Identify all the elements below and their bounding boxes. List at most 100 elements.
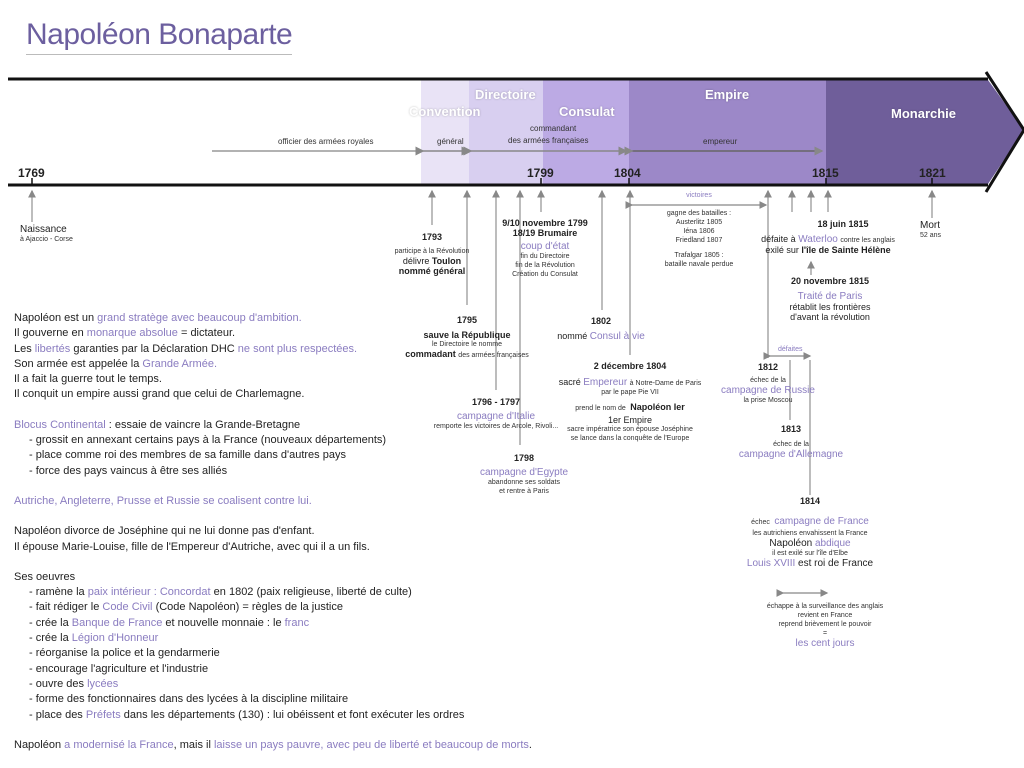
- naissance-sub: à Ajaccio - Corse: [20, 236, 73, 243]
- p4-a: Napoléon divorce de Joséphine qui ne lui…: [14, 525, 315, 538]
- event-1795-year: 1795: [456, 315, 478, 325]
- period-convention: Convention: [409, 104, 481, 119]
- event-1793-l2: délivre: [402, 256, 430, 266]
- event-1813-year: 1813: [780, 424, 802, 434]
- event-1798-l3: et rentre à Paris: [499, 488, 549, 495]
- event-1802: 1802 nommé Consul à vie: [556, 316, 646, 342]
- event-1802-l2: Consul à vie: [589, 331, 645, 342]
- p5-h: - forme des fonctionnaires dans des lycé…: [29, 693, 349, 706]
- waterloo-l2a: exilé sur: [765, 245, 799, 255]
- cent-jours-l1: échappe à la surveillance des anglais: [766, 603, 884, 610]
- role-general: général: [437, 137, 464, 146]
- event-1804-l1c: à Notre-Dame de Paris: [629, 380, 702, 387]
- event-1795-l3b: des armées françaises: [458, 352, 529, 359]
- p5-e: - réorganise la police et la gendarmerie: [29, 647, 220, 660]
- naissance-title: Naissance: [20, 224, 67, 235]
- p1-c1: Les: [14, 342, 35, 355]
- event-1813: 1813 échec de la campagne d'Allemagne: [738, 424, 844, 460]
- arrow-head: [984, 71, 1024, 193]
- event-1798-year: 1798: [513, 453, 535, 463]
- event-1793: 1793 participe à la Révolution délivre T…: [386, 232, 478, 276]
- cent-jours-l3: reprend brièvement le pouvoir: [778, 621, 872, 628]
- p6-a4: laisse un pays pauvre, avec peu de liber…: [213, 738, 529, 751]
- event-1804-l3b: Napoléon Ier: [630, 402, 685, 412]
- event-1814-l1a: échec: [751, 519, 770, 526]
- event-1814-l2: les autrichiens envahissent la France: [752, 530, 868, 537]
- role-officier: officier des armées royales: [278, 137, 374, 146]
- p5-c4: franc: [284, 616, 310, 629]
- year-1769: 1769: [18, 166, 45, 180]
- p5-i1: - place des: [29, 708, 86, 721]
- event-1814-l3b: abdique: [815, 538, 851, 549]
- event-1814-l5a: Louis XVIII: [746, 558, 796, 569]
- victoires-l3: Iéna 1806: [683, 228, 715, 235]
- waterloo-l1b: Waterloo: [798, 234, 838, 245]
- event-1804-l2: par le pape Pie VII: [601, 389, 659, 396]
- event-1804-date: 2 décembre 1804: [593, 361, 667, 371]
- band-empire: [629, 80, 826, 184]
- mort-sub: 52 ans: [920, 232, 942, 239]
- p5-c1: - crée la: [29, 616, 72, 629]
- event-1804-l4: 1er Empire: [607, 415, 652, 425]
- p6-a1: Napoléon: [14, 738, 65, 751]
- event-1814-year: 1814: [799, 496, 821, 506]
- event-traite: 20 novembre 1815 Traité de Paris rétabli…: [770, 276, 890, 322]
- event-1812-l3: la prise Moscou: [743, 397, 793, 404]
- p5-title: Ses oeuvres: [14, 570, 76, 583]
- cent-jours-l5: les cent jours: [795, 638, 855, 649]
- waterloo-l1a: défaite à: [761, 234, 796, 244]
- p5-a1: - ramène la: [29, 586, 88, 599]
- victoires-l6: bataille navale perdue: [664, 261, 734, 268]
- p6-a3: , mais il: [173, 738, 214, 751]
- p5-d2: Légion d'Honneur: [71, 632, 159, 645]
- event-1793-l1: participe à la Révolution: [394, 248, 470, 255]
- event-1804-l1a: sacré: [558, 377, 581, 387]
- event-victoires: victoires gagne des batailles : Austerli…: [646, 191, 752, 269]
- victoires-l4: Friedland 1807: [675, 237, 723, 244]
- p5-g1: - ouvre des: [29, 677, 88, 690]
- p5-a2: paix intérieur : Concordat: [87, 586, 211, 599]
- event-1796-l1: campagne d'Italie: [456, 411, 536, 422]
- mort-title: Mort: [920, 220, 940, 231]
- year-1804: 1804: [614, 166, 641, 180]
- event-brumaire-l2: fin du Directoire: [520, 253, 570, 260]
- p2-a1: Blocus Continental: [14, 418, 106, 431]
- p4-b: Il épouse Marie-Louise, fille de l'Emper…: [14, 540, 370, 553]
- event-1812-l2: campagne de Russie: [721, 385, 815, 396]
- event-brumaire-date2: 18/19 Brumaire: [512, 228, 578, 238]
- role-empereur: empereur: [703, 137, 738, 146]
- traite-l3: d'avant la révolution: [790, 312, 870, 322]
- p1-e1: Il a fait la guerre tout le temps.: [14, 373, 162, 386]
- event-brumaire-l3: fin de la Révolution: [515, 262, 575, 269]
- band-directoire: [469, 80, 543, 184]
- event-1812-year: 1812: [757, 362, 779, 372]
- traite-l1: Traité de Paris: [797, 291, 863, 302]
- year-1799: 1799: [527, 166, 554, 180]
- victoires-l5: Trafalgar 1805 :: [674, 252, 724, 259]
- p5-b2: Code Civil: [102, 601, 153, 614]
- event-1812: 1812 échec de la campagne de Russie la p…: [720, 362, 816, 405]
- event-1814-l4: il est exilé sur l'île d'Elbe: [772, 550, 848, 557]
- p5-i2: Préfets: [85, 708, 121, 721]
- period-monarchie: Monarchie: [891, 106, 957, 121]
- victoires-l2: Austerlitz 1805: [675, 219, 723, 226]
- p1-c4: ne sont plus respectées.: [237, 342, 358, 355]
- event-1814-l3a: Napoléon: [769, 538, 813, 549]
- p1-d2: Grande Armée.: [142, 357, 218, 370]
- event-1813-l1: échec de la: [773, 441, 809, 448]
- p1-d1: Son armée est appelée la: [14, 357, 143, 370]
- p1-f1: Il conquit un empire aussi grand que cel…: [14, 388, 305, 401]
- waterloo-date: 18 juin 1815: [817, 219, 869, 229]
- p3: Autriche, Angleterre, Prusse et Russie s…: [14, 494, 312, 507]
- event-mort: Mort 52 ans: [920, 220, 941, 240]
- event-1802-year: 1802: [590, 316, 612, 326]
- summary-text: Napoléon est un grand stratège avec beau…: [14, 311, 574, 753]
- event-naissance: Naissance à Ajaccio - Corse: [20, 224, 73, 244]
- year-1821: 1821: [919, 166, 946, 180]
- p2-a2: : essaie de vaincre la Grande-Bretagne: [105, 418, 301, 431]
- p5-a3: en 1802 (paix religieuse, liberté de cul…: [210, 586, 412, 599]
- event-brumaire-l1: coup d'état: [520, 241, 570, 252]
- p5-b1: - fait rédiger le: [29, 601, 103, 614]
- p1-b2: monarque absolue: [86, 327, 178, 340]
